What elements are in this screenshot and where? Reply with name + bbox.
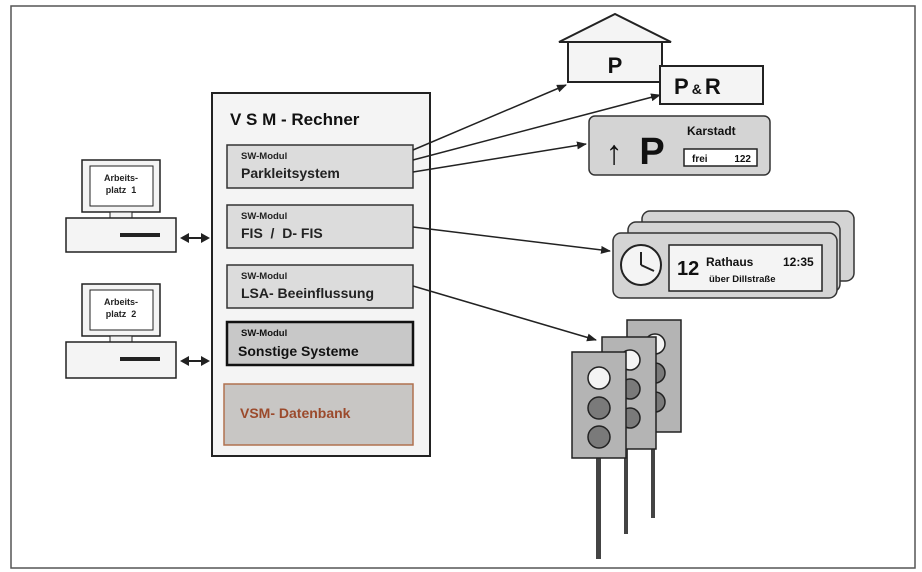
vsm-database: VSM- Datenbank bbox=[224, 384, 413, 445]
module-tag: SW-Modul bbox=[241, 211, 287, 222]
up-arrow-icon: ↑ bbox=[606, 134, 623, 172]
arrow-to-passenger-display bbox=[413, 227, 610, 251]
free-count: 122 bbox=[734, 154, 751, 165]
park-and-ride-r: R bbox=[705, 74, 721, 99]
clock-icon bbox=[621, 245, 661, 285]
arrowhead-left bbox=[180, 356, 189, 366]
departure-time: 12:35 bbox=[783, 255, 814, 269]
workstation-2: Arbeits- platz 2 bbox=[66, 284, 176, 378]
garage-letter: P bbox=[608, 53, 623, 78]
line-number: 12 bbox=[677, 258, 699, 280]
arrowhead-left bbox=[180, 233, 189, 243]
server-title: V S M - Rechner bbox=[230, 110, 360, 129]
workstation-label-line1: Arbeits- bbox=[104, 297, 138, 307]
via-text: über Dillstraße bbox=[709, 274, 776, 285]
module-name: FIS / D- FIS bbox=[241, 225, 323, 241]
garage-roof bbox=[559, 14, 671, 42]
park-and-ride-amp: & bbox=[692, 81, 702, 97]
parking-guidance-sign: ↑ P Karstadt frei 122 bbox=[589, 116, 770, 175]
module-tag: SW-Modul bbox=[241, 328, 287, 339]
module-fis: SW-Modul FIS / D- FIS bbox=[227, 205, 413, 248]
module-sonstige: SW-Modul Sonstige Systeme bbox=[227, 322, 413, 365]
passenger-display: 12 Rathaus 12:35 über Dillstraße bbox=[613, 211, 854, 298]
module-tag: SW-Modul bbox=[241, 271, 287, 282]
workstation-connectors bbox=[180, 233, 210, 366]
light-lamp bbox=[588, 367, 610, 389]
workstation-1: Arbeits- platz 1 bbox=[66, 160, 176, 252]
disk-slot bbox=[120, 357, 160, 361]
arrow-to-parking-sign bbox=[413, 144, 586, 172]
parking-sign-name: Karstadt bbox=[687, 124, 736, 138]
arrowhead-right bbox=[201, 356, 210, 366]
module-parkleitsystem: SW-Modul Parkleitsystem bbox=[227, 145, 413, 188]
parking-sign-letter: P bbox=[639, 131, 664, 173]
module-name: Sonstige Systeme bbox=[238, 343, 359, 359]
module-name: LSA- Beeinflussung bbox=[241, 285, 374, 301]
module-tag: SW-Modul bbox=[241, 151, 287, 162]
light-pole bbox=[624, 446, 628, 534]
module-lsa: SW-Modul LSA- Beeinflussung bbox=[227, 265, 413, 308]
monitor-stand bbox=[110, 336, 132, 342]
light-lamp bbox=[588, 397, 610, 419]
workstation-label-line1: Arbeits- bbox=[104, 173, 138, 183]
park-and-ride-p: P bbox=[674, 74, 689, 99]
arrowhead-right bbox=[201, 233, 210, 243]
workstation-label-line2: platz 2 bbox=[106, 309, 137, 319]
traffic-lights bbox=[572, 320, 681, 559]
module-name: Parkleitsystem bbox=[241, 165, 340, 181]
vsm-server: V S M - Rechner SW-Modul Parkleitsystem … bbox=[212, 93, 430, 456]
database-label: VSM- Datenbank bbox=[240, 405, 351, 421]
park-and-ride-sign: P&R bbox=[660, 66, 763, 104]
traffic-light-front bbox=[572, 352, 626, 559]
free-label: frei bbox=[692, 154, 708, 165]
monitor-stand bbox=[110, 212, 132, 218]
parking-garage-icon: P bbox=[559, 14, 671, 82]
stop-name: Rathaus bbox=[706, 255, 754, 269]
arrow-to-traffic-lights bbox=[413, 286, 596, 340]
workstation-label-line2: platz 1 bbox=[106, 185, 137, 195]
light-pole bbox=[596, 455, 601, 559]
light-lamp bbox=[588, 426, 610, 448]
disk-slot bbox=[120, 233, 160, 237]
